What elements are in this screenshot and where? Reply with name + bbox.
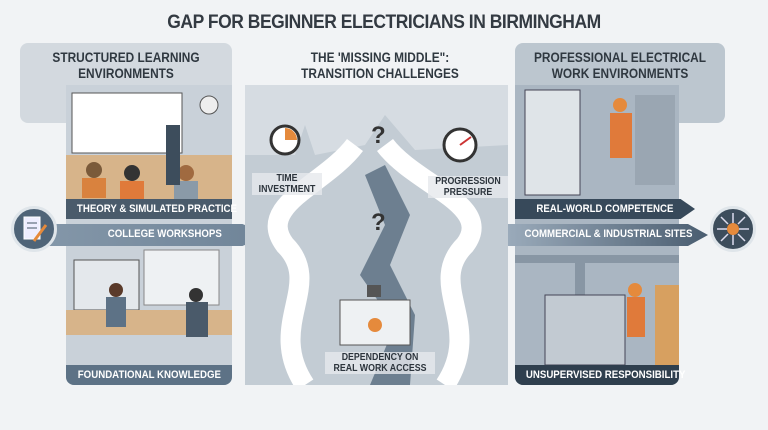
foundational-footer: FOUNDATIONAL KNOWLEDGE — [66, 365, 232, 385]
question-mark-icon: ? — [371, 209, 386, 236]
foundational-text: FOUNDATIONAL KNOWLEDGE — [77, 369, 221, 381]
real-world-band: REAL-WORLD COMPETENCE — [515, 199, 695, 219]
theory-band: THEORY & SIMULATED PRACTICE — [66, 199, 237, 219]
progression-pressure-label: PROGRESSION PRESSURE — [428, 176, 508, 198]
dependency-label: DEPENDENCY ON REAL WORK ACCESS — [325, 352, 435, 374]
progression-text: PROGRESSION PRESSURE — [435, 176, 501, 198]
question-mark-icon: ? — [371, 122, 386, 149]
middle-heading-text: THE 'MISSING MIDDLE": TRANSITION CHALLEN… — [301, 50, 459, 81]
industrial-scene — [515, 89, 679, 366]
right-heading-text: PROFESSIONAL ELECTRICAL WORK ENVIRONMENT… — [533, 50, 707, 81]
college-workshops-arrow: COLLEGE WORKSHOPS — [40, 224, 270, 246]
college-text: COLLEGE WORKSHOPS — [107, 228, 223, 240]
page-title: GAP FOR BEGINNER ELECTRICIANS IN BIRMING… — [167, 12, 601, 33]
middle-heading: THE 'MISSING MIDDLE": TRANSITION CHALLEN… — [270, 43, 490, 83]
real-world-text: REAL-WORLD COMPETENCE — [536, 203, 674, 215]
left-heading-text: STRUCTURED LEARNING ENVIRONMENTS — [52, 50, 200, 81]
theory-text: THEORY & SIMULATED PRACTICE — [76, 203, 238, 215]
commercial-arrow: COMMERCIAL & INDUSTRIAL SITES — [508, 224, 708, 246]
commercial-text: COMMERCIAL & INDUSTRIAL SITES — [524, 228, 692, 240]
time-text: TIME INVESTMENT — [258, 173, 316, 195]
clock-icon — [199, 95, 219, 115]
handshake-icon — [368, 318, 382, 332]
document-pencil-icon — [11, 206, 57, 252]
dependency-text: DEPENDENCY ON REAL WORK ACCESS — [333, 352, 427, 374]
road-chasm-scene: ? ? — [245, 115, 508, 385]
lock-icon — [367, 285, 381, 297]
classroom-scene — [66, 92, 232, 337]
time-investment-label: TIME INVESTMENT — [252, 173, 322, 195]
unsupervised-footer: UNSUPERVISED RESPONSIBILITY — [515, 365, 685, 385]
unsupervised-text: UNSUPERVISED RESPONSIBILITY — [525, 369, 686, 381]
middle-illustration: ? ? — [245, 85, 508, 385]
circuit-node-icon — [710, 206, 756, 252]
